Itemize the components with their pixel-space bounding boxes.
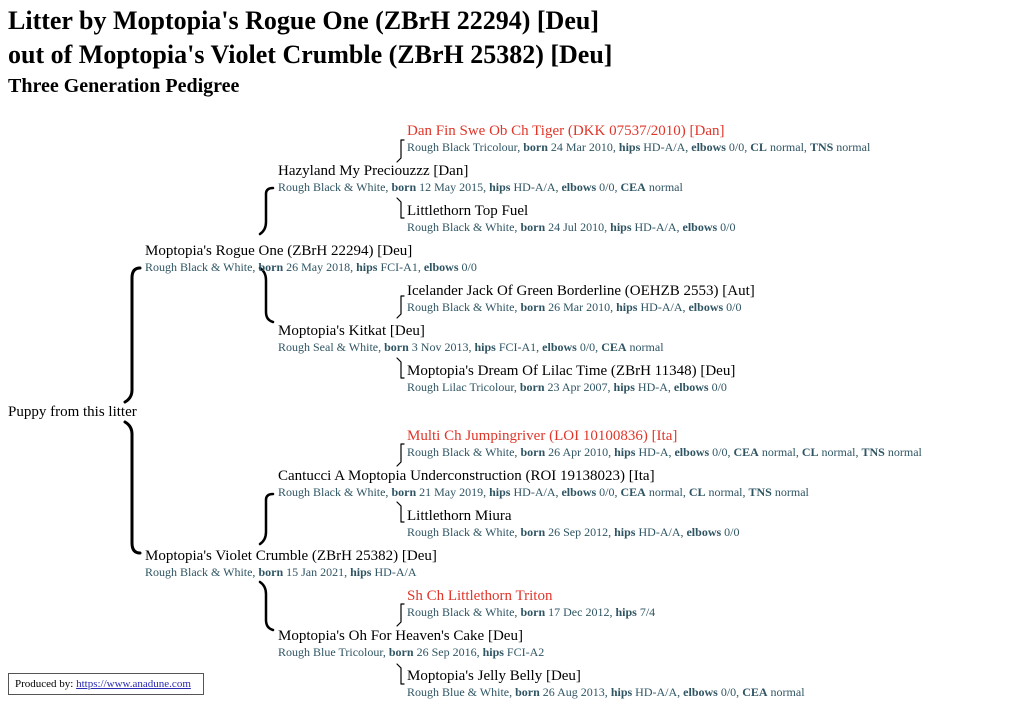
bracket-sire	[123, 266, 142, 404]
producer-credit: Produced by: https://www.anadune.com	[8, 673, 204, 695]
bracket-sds	[396, 295, 405, 319]
dog-name[interactable]: Littlethorn Top Fuel	[407, 203, 529, 219]
bracket-ddd	[396, 663, 405, 685]
dog-dam-sire-sire: Multi Ch Jumpingriver (LOI 10100836) [It…	[407, 427, 922, 460]
dog-dam-dam: Moptopia's Oh For Heaven's Cake [Deu] Ro…	[278, 627, 544, 660]
dog-name[interactable]: Icelander Jack Of Green Borderline (OEHZ…	[407, 283, 755, 299]
dog-info: Rough Black & White, born 21 May 2019, h…	[278, 485, 809, 499]
dog-info: Rough Black & White, born 26 May 2018, h…	[145, 260, 477, 274]
dog-name[interactable]: Littlethorn Miura	[407, 508, 512, 524]
dog-name[interactable]: Sh Ch Littlethorn Triton	[407, 588, 553, 604]
dog-info: Rough Black & White, born 12 May 2015, h…	[278, 180, 683, 194]
dog-info: Rough Black Tricolour, born 24 Mar 2010,…	[407, 140, 871, 154]
dog-info: Rough Black & White, born 26 Sep 2012, h…	[407, 525, 740, 539]
bracket-dss	[396, 443, 405, 467]
producer-link[interactable]: https://www.anadune.com	[76, 678, 191, 690]
dog-name[interactable]: Dan Fin Swe Ob Ch Tiger (DKK 07537/2010)…	[407, 123, 725, 139]
bracket-sss	[396, 139, 405, 163]
bracket-sdd	[396, 357, 405, 379]
bracket-dds	[396, 603, 405, 627]
dog-dam-sire: Cantucci A Moptopia Underconstruction (R…	[278, 467, 809, 500]
bracket-sire-sire	[258, 186, 275, 236]
dog-info: Rough Black & White, born 24 Jul 2010, h…	[407, 220, 736, 234]
dog-dam-dam-sire: Sh Ch Littlethorn Triton Rough Black & W…	[407, 587, 655, 620]
bracket-dam	[123, 420, 142, 555]
bracket-dam-sire	[258, 492, 275, 546]
bracket-dam-dam	[258, 580, 275, 632]
dog-sire-sire-sire: Dan Fin Swe Ob Ch Tiger (DKK 07537/2010)…	[407, 122, 870, 155]
dog-dam: Moptopia's Violet Crumble (ZBrH 25382) […	[145, 547, 437, 580]
dog-info: Rough Black & White, born 15 Jan 2021, h…	[145, 565, 417, 579]
dog-sire-sire: Hazyland My Preciouzzz [Dan] Rough Black…	[278, 162, 683, 195]
dog-name[interactable]: Moptopia's Oh For Heaven's Cake [Deu]	[278, 628, 523, 644]
dog-sire: Moptopia's Rogue One (ZBrH 22294) [Deu] …	[145, 242, 477, 275]
bracket-ssd	[396, 197, 405, 219]
dog-sire-dam: Moptopia's Kitkat [Deu] Rough Seal & Whi…	[278, 322, 664, 355]
dog-sire-dam-dam: Moptopia's Dream Of Lilac Time (ZBrH 113…	[407, 362, 735, 395]
producer-label: Produced by:	[15, 678, 74, 690]
dog-sire-sire-dam: Littlethorn Top Fuel Rough Black & White…	[407, 202, 736, 235]
dog-dam-sire-dam: Littlethorn Miura Rough Black & White, b…	[407, 507, 740, 540]
dog-name[interactable]: Moptopia's Jelly Belly [Deu]	[407, 668, 581, 684]
dog-name[interactable]: Hazyland My Preciouzzz [Dan]	[278, 163, 469, 179]
dog-name[interactable]: Moptopia's Violet Crumble (ZBrH 25382) […	[145, 548, 437, 564]
dog-dam-dam-dam: Moptopia's Jelly Belly [Deu] Rough Blue …	[407, 667, 805, 700]
dog-info: Rough Blue & White, born 26 Aug 2013, hi…	[407, 685, 805, 699]
dog-name[interactable]: Multi Ch Jumpingriver (LOI 10100836) [It…	[407, 428, 678, 444]
dog-info: Rough Black & White, born 17 Dec 2012, h…	[407, 605, 656, 619]
dog-name[interactable]: Moptopia's Kitkat [Deu]	[278, 323, 425, 339]
puppy-label: Puppy from this litter	[8, 404, 137, 420]
dog-sire-dam-sire: Icelander Jack Of Green Borderline (OEHZ…	[407, 282, 755, 315]
dog-name[interactable]: Moptopia's Rogue One (ZBrH 22294) [Deu]	[145, 243, 413, 259]
dog-name[interactable]: Cantucci A Moptopia Underconstruction (R…	[278, 468, 655, 484]
title-line-2: out of Moptopia's Violet Crumble (ZBrH 2…	[8, 40, 613, 69]
page-subtitle: Three Generation Pedigree	[8, 75, 240, 97]
dog-info: Rough Black & White, born 26 Mar 2010, h…	[407, 300, 742, 314]
dog-info: Rough Black & White, born 26 Apr 2010, h…	[407, 445, 922, 459]
dog-info: Rough Seal & White, born 3 Nov 2013, hip…	[278, 340, 664, 354]
bracket-dsd	[396, 501, 405, 523]
dog-name[interactable]: Moptopia's Dream Of Lilac Time (ZBrH 113…	[407, 363, 736, 379]
bracket-sire-dam	[258, 266, 275, 324]
dog-info: Rough Blue Tricolour, born 26 Sep 2016, …	[278, 645, 545, 659]
dog-info: Rough Lilac Tricolour, born 23 Apr 2007,…	[407, 380, 727, 394]
title-line-1: Litter by Moptopia's Rogue One (ZBrH 222…	[8, 6, 599, 35]
